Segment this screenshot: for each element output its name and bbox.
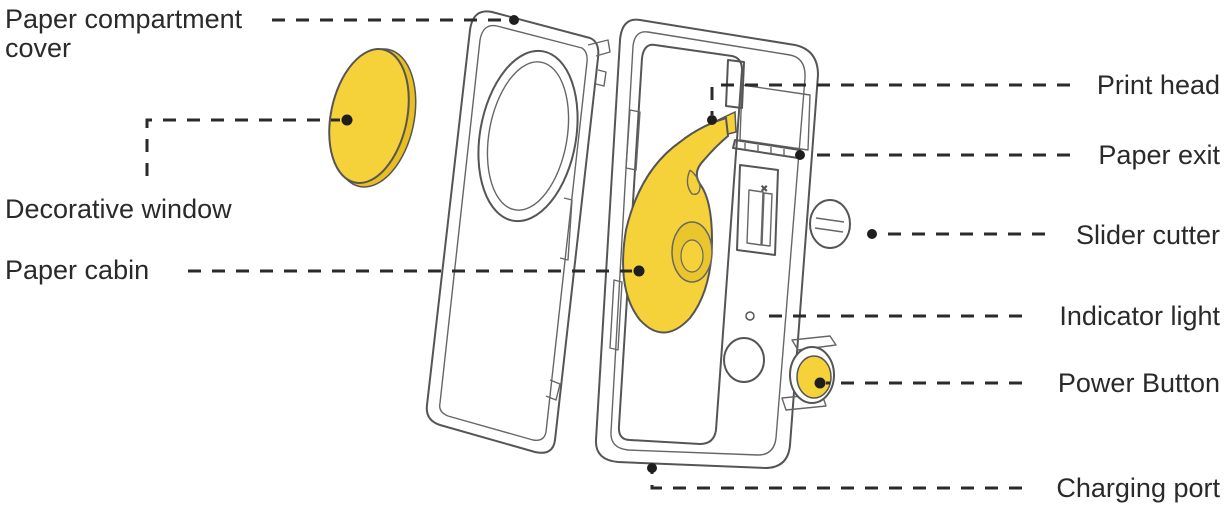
paper-compartment-cover-part — [425, 10, 611, 454]
dot-print-head — [707, 115, 717, 125]
label-paper-compartment-cover-line2: cover — [5, 33, 71, 63]
labels: Paper compartment cover Decorative windo… — [5, 4, 1220, 503]
label-power-button: Power Button — [1058, 368, 1220, 398]
label-slider-cutter: Slider cutter — [1076, 220, 1220, 250]
label-decorative-window: Decorative window — [5, 194, 232, 224]
label-charging-port: Charging port — [1056, 473, 1220, 503]
label-paper-cabin: Paper cabin — [5, 255, 149, 285]
dot-paper-cabin — [633, 265, 645, 277]
label-paper-exit: Paper exit — [1098, 140, 1220, 170]
dot-decorative-window — [341, 114, 353, 126]
slider-cutter-part — [809, 199, 851, 249]
leader-lines — [145, 15, 1070, 490]
dot-slider-cutter — [867, 229, 877, 239]
svg-text:✖: ✖ — [760, 184, 768, 195]
power-button-part — [781, 335, 837, 411]
dot-paper-compartment-cover — [509, 15, 519, 25]
label-print-head: Print head — [1097, 70, 1220, 100]
paper-cabin-part — [622, 116, 730, 334]
label-indicator-light: Indicator light — [1059, 301, 1220, 331]
dot-charging-port — [647, 463, 657, 473]
leader-charging-port — [650, 472, 1022, 490]
dot-power-button — [814, 377, 826, 389]
leader-decorative-window — [145, 118, 340, 176]
label-paper-compartment-cover-line1: Paper compartment — [5, 4, 243, 34]
decorative-window-part — [328, 48, 417, 188]
dot-paper-exit — [795, 150, 805, 160]
